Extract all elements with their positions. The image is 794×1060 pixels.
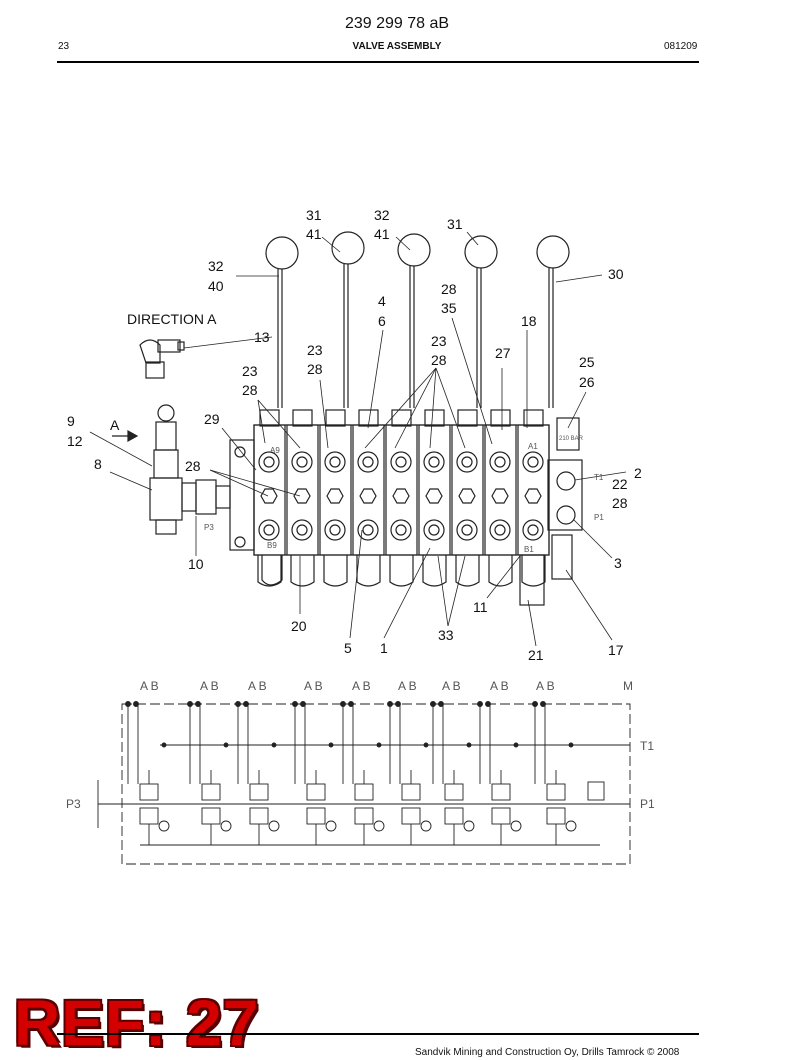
schematic-port-label: A B [140, 679, 159, 693]
valve-sections [229, 409, 583, 606]
callout-3: 3 [614, 555, 622, 571]
callout-28: 28 [612, 495, 628, 511]
schematic-spool [477, 701, 522, 845]
callout-10: 10 [188, 556, 204, 572]
callout-23: 23 [242, 363, 258, 379]
port-b9-marking: B9 [267, 541, 277, 550]
callout-32: 32 [208, 258, 224, 274]
document-number: 239 299 78 aB [344, 15, 450, 32]
hydraulic-schematic [97, 701, 631, 865]
callout-40: 40 [208, 278, 224, 294]
valve-section [319, 409, 352, 587]
callout-28: 28 [185, 458, 201, 474]
port-b1-marking: B1 [524, 545, 534, 554]
valve-section [484, 409, 517, 587]
valve-section [451, 409, 484, 587]
callout-28: 28 [307, 361, 323, 377]
callout-31: 31 [447, 216, 463, 232]
pressure-marking: 210 BAR [559, 436, 584, 442]
valve-section [286, 409, 319, 587]
schematic-spool [187, 701, 232, 845]
schematic-port-label: A B [352, 679, 371, 693]
schematic-spool [292, 701, 337, 845]
callout-11: 11 [473, 599, 488, 615]
valve-section [418, 409, 451, 587]
callout-32: 32 [374, 207, 390, 223]
control-levers [265, 231, 570, 408]
section-title: VALVE ASSEMBLY [352, 41, 442, 52]
leader-lines [89, 231, 627, 647]
valve-section [352, 409, 385, 587]
callout-23: 23 [307, 342, 323, 358]
valve-section [517, 409, 550, 587]
callout-6: 6 [378, 313, 386, 329]
callout-18: 18 [521, 313, 537, 329]
body-markings: A9 B9 P3 A1 B1 T1 P1 210 BAR [204, 436, 604, 554]
callout-2: 2 [634, 465, 642, 481]
callout-33: 33 [438, 627, 454, 643]
callout-41: 41 [306, 226, 322, 242]
header-divider [57, 61, 699, 63]
callout-23: 23 [431, 333, 447, 349]
valve-section [253, 409, 286, 587]
callout-28: 28 [242, 382, 258, 398]
schematic-port-label: A B [200, 679, 219, 693]
callout-28: 28 [431, 352, 447, 368]
schematic-spool [387, 701, 432, 845]
callout-27: 27 [495, 345, 511, 361]
callout-22: 22 [612, 476, 628, 492]
schematic-m-label: M [623, 679, 633, 693]
schematic-spool [532, 701, 577, 845]
callout-21: 21 [528, 647, 544, 663]
callout-31: 31 [306, 207, 322, 223]
port-p1-marking: P1 [594, 513, 604, 522]
schematic-spool [235, 701, 280, 845]
schematic-p1-label: P1 [640, 797, 655, 811]
callout-28: 28 [441, 281, 457, 297]
callout-26: 26 [579, 374, 595, 390]
callout-9: 9 [67, 413, 75, 429]
schematic-spool [125, 701, 170, 845]
callout-17: 17 [608, 642, 624, 658]
callout-4: 4 [378, 293, 386, 309]
schematic-port-label: A B [304, 679, 323, 693]
callout-13: 13 [254, 329, 270, 345]
callout-25: 25 [579, 354, 595, 370]
view-label: DIRECTION A [127, 311, 217, 327]
callout-41: 41 [374, 226, 390, 242]
callout-35: 35 [441, 300, 457, 316]
callout-1: 1 [380, 640, 388, 656]
callout-8: 8 [94, 456, 102, 472]
port-t1-marking: T1 [594, 473, 604, 482]
callout-30: 30 [608, 266, 624, 282]
schematic-port-label: A B [536, 679, 555, 693]
footer-divider [57, 1033, 699, 1035]
schematic-p3-label: P3 [66, 797, 81, 811]
valve-section [385, 409, 418, 587]
callout-29: 29 [204, 411, 220, 427]
callout-12: 12 [67, 433, 83, 449]
arrow-label: A [110, 417, 120, 433]
callout-5: 5 [344, 640, 352, 656]
schematic-port-label: A B [442, 679, 461, 693]
callout-numbers: 31 41 32 41 31 32 40 30 4 6 28 35 18 13 … [67, 207, 642, 663]
port-p3-marking: P3 [204, 523, 214, 532]
port-a1-marking: A1 [528, 442, 538, 451]
port-a9-marking: A9 [270, 446, 280, 455]
reference-stamp: REF: 27 [14, 987, 260, 1059]
schematic-t1-label: T1 [640, 739, 654, 753]
document-date: 081209 [664, 41, 698, 52]
schematic-spool [430, 701, 475, 845]
schematic-spool [340, 701, 385, 845]
callout-20: 20 [291, 618, 307, 634]
inlet-fittings [139, 339, 231, 535]
schematic-port-label: A B [490, 679, 509, 693]
page-number: 23 [58, 41, 70, 52]
schematic-labels: M T1 P1 P3 A B A B A B A B A B A B A B A B A B [66, 679, 655, 811]
schematic-port-label: A B [398, 679, 417, 693]
schematic-port-label: A B [248, 679, 267, 693]
